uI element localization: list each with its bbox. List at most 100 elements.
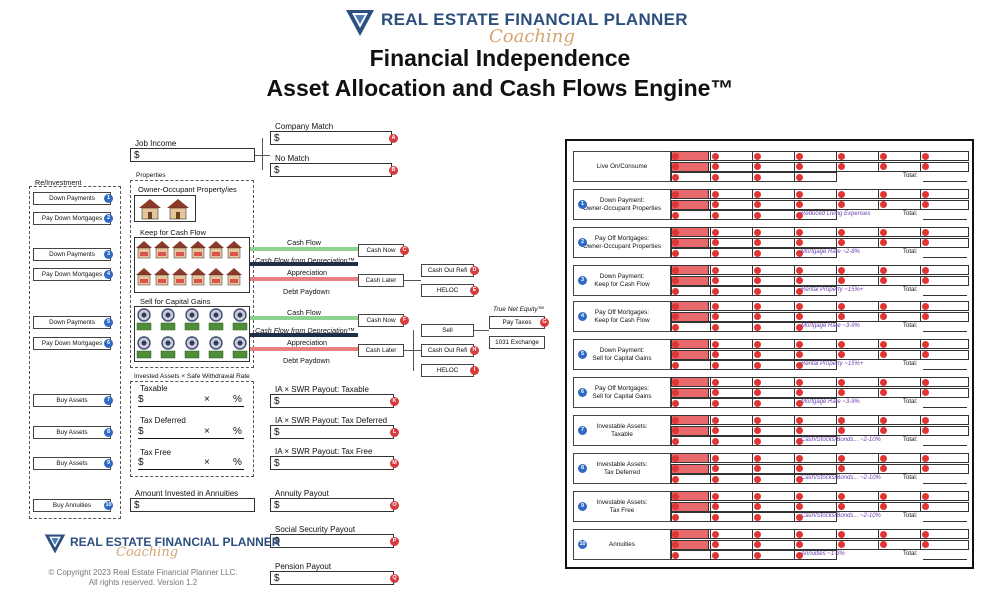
allocation-cell[interactable] bbox=[795, 275, 837, 286]
allocation-cell[interactable] bbox=[711, 539, 753, 550]
allocation-cell[interactable] bbox=[795, 161, 837, 172]
allocation-cell[interactable] bbox=[795, 322, 837, 332]
allocation-cell[interactable] bbox=[795, 463, 837, 474]
allocation-total-field[interactable] bbox=[923, 369, 967, 370]
reinvest-button-3[interactable]: Down Payments bbox=[33, 248, 111, 261]
allocation-cell[interactable] bbox=[795, 377, 837, 387]
allocation-cell[interactable] bbox=[921, 237, 969, 248]
cash-later-button-2[interactable]: Cash Later bbox=[358, 344, 404, 357]
tax-free-field[interactable]: $×% bbox=[138, 457, 244, 470]
allocation-cell[interactable] bbox=[753, 172, 795, 182]
allocation-cell[interactable] bbox=[753, 398, 795, 408]
ia-taxable-field[interactable]: $ bbox=[270, 394, 394, 408]
allocation-cell[interactable] bbox=[879, 199, 921, 210]
allocation-cell[interactable] bbox=[879, 275, 921, 286]
reinvest-button-9[interactable]: Buy Assets bbox=[33, 457, 111, 470]
allocation-cell[interactable] bbox=[921, 377, 969, 387]
allocation-cell[interactable] bbox=[711, 474, 753, 484]
allocation-cell[interactable] bbox=[753, 322, 795, 332]
allocation-cell[interactable] bbox=[711, 491, 753, 501]
allocation-cell[interactable] bbox=[795, 529, 837, 539]
allocation-cell[interactable] bbox=[753, 436, 795, 446]
allocation-cell[interactable] bbox=[795, 501, 837, 512]
allocation-cell[interactable] bbox=[879, 501, 921, 512]
cash-now-button-1[interactable]: Cash Now bbox=[358, 244, 404, 257]
allocation-cell[interactable] bbox=[837, 339, 879, 349]
annuities-amount-field[interactable]: $ bbox=[130, 498, 255, 512]
allocation-cell[interactable] bbox=[711, 322, 753, 332]
allocation-cell[interactable] bbox=[753, 377, 795, 387]
allocation-cell[interactable] bbox=[921, 199, 969, 210]
allocation-cell[interactable] bbox=[671, 210, 711, 220]
allocation-cell[interactable] bbox=[795, 189, 837, 199]
allocation-cell[interactable] bbox=[879, 339, 921, 349]
allocation-cell[interactable] bbox=[711, 360, 753, 370]
allocation-cell[interactable] bbox=[753, 550, 795, 560]
pension-field[interactable]: $ bbox=[270, 571, 394, 585]
allocation-cell[interactable] bbox=[711, 512, 753, 522]
allocation-cell[interactable] bbox=[921, 189, 969, 199]
ia-tax-free-field[interactable]: $ bbox=[270, 456, 394, 470]
allocation-cell[interactable] bbox=[795, 265, 837, 275]
cash-out-refi-button-2[interactable]: Cash Out Refi bbox=[421, 344, 474, 357]
allocation-total-field[interactable] bbox=[923, 521, 967, 522]
allocation-cell[interactable] bbox=[711, 210, 753, 220]
heloc-button-2[interactable]: HELOC bbox=[421, 364, 474, 377]
allocation-cell[interactable] bbox=[837, 491, 879, 501]
allocation-cell[interactable] bbox=[795, 474, 837, 484]
allocation-cell[interactable] bbox=[795, 360, 837, 370]
allocation-cell[interactable] bbox=[753, 387, 795, 398]
allocation-total-field[interactable] bbox=[923, 407, 967, 408]
allocation-cell[interactable] bbox=[671, 322, 711, 332]
allocation-cell[interactable] bbox=[753, 161, 795, 172]
allocation-total-field[interactable] bbox=[923, 559, 967, 560]
allocation-cell[interactable] bbox=[711, 436, 753, 446]
allocation-cell[interactable] bbox=[753, 286, 795, 296]
allocation-cell[interactable] bbox=[711, 189, 753, 199]
allocation-cell[interactable] bbox=[753, 265, 795, 275]
allocation-cell[interactable] bbox=[711, 425, 753, 436]
cash-now-button-2[interactable]: Cash Now bbox=[358, 314, 404, 327]
allocation-cell[interactable] bbox=[795, 301, 837, 311]
allocation-cell[interactable] bbox=[921, 463, 969, 474]
reinvest-button-1[interactable]: Down Payments bbox=[33, 192, 111, 205]
company-match-field[interactable]: $ bbox=[270, 131, 392, 145]
allocation-cell[interactable] bbox=[671, 172, 711, 182]
allocation-cell[interactable] bbox=[795, 453, 837, 463]
allocation-cell[interactable] bbox=[711, 501, 753, 512]
allocation-total-field[interactable] bbox=[923, 257, 967, 258]
allocation-cell[interactable] bbox=[837, 539, 879, 550]
allocation-cell[interactable] bbox=[837, 501, 879, 512]
allocation-cell[interactable] bbox=[879, 349, 921, 360]
allocation-total-field[interactable] bbox=[923, 445, 967, 446]
allocation-cell[interactable] bbox=[753, 227, 795, 237]
allocation-cell[interactable] bbox=[711, 199, 753, 210]
allocation-cell[interactable] bbox=[921, 161, 969, 172]
allocation-cell[interactable] bbox=[921, 227, 969, 237]
allocation-cell[interactable] bbox=[795, 237, 837, 248]
sell-button[interactable]: Sell bbox=[421, 324, 474, 337]
allocation-cell[interactable] bbox=[671, 436, 711, 446]
allocation-cell[interactable] bbox=[921, 529, 969, 539]
allocation-cell[interactable] bbox=[711, 529, 753, 539]
allocation-cell[interactable] bbox=[837, 377, 879, 387]
allocation-total-field[interactable] bbox=[923, 181, 967, 182]
allocation-cell[interactable] bbox=[795, 286, 837, 296]
allocation-cell[interactable] bbox=[879, 529, 921, 539]
allocation-cell[interactable] bbox=[753, 415, 795, 425]
allocation-cell[interactable] bbox=[837, 151, 879, 161]
allocation-cell[interactable] bbox=[837, 529, 879, 539]
allocation-cell[interactable] bbox=[795, 248, 837, 258]
allocation-cell[interactable] bbox=[795, 425, 837, 436]
allocation-cell[interactable] bbox=[879, 161, 921, 172]
allocation-cell[interactable] bbox=[921, 275, 969, 286]
allocation-cell[interactable] bbox=[711, 237, 753, 248]
allocation-cell[interactable] bbox=[879, 265, 921, 275]
taxable-field[interactable]: $×% bbox=[138, 394, 244, 407]
allocation-cell[interactable] bbox=[837, 189, 879, 199]
no-match-field[interactable]: $ bbox=[270, 163, 392, 177]
allocation-cell[interactable] bbox=[795, 199, 837, 210]
allocation-cell[interactable] bbox=[879, 377, 921, 387]
reinvest-button-7[interactable]: Buy Assets bbox=[33, 394, 111, 407]
allocation-cell[interactable] bbox=[795, 550, 837, 560]
